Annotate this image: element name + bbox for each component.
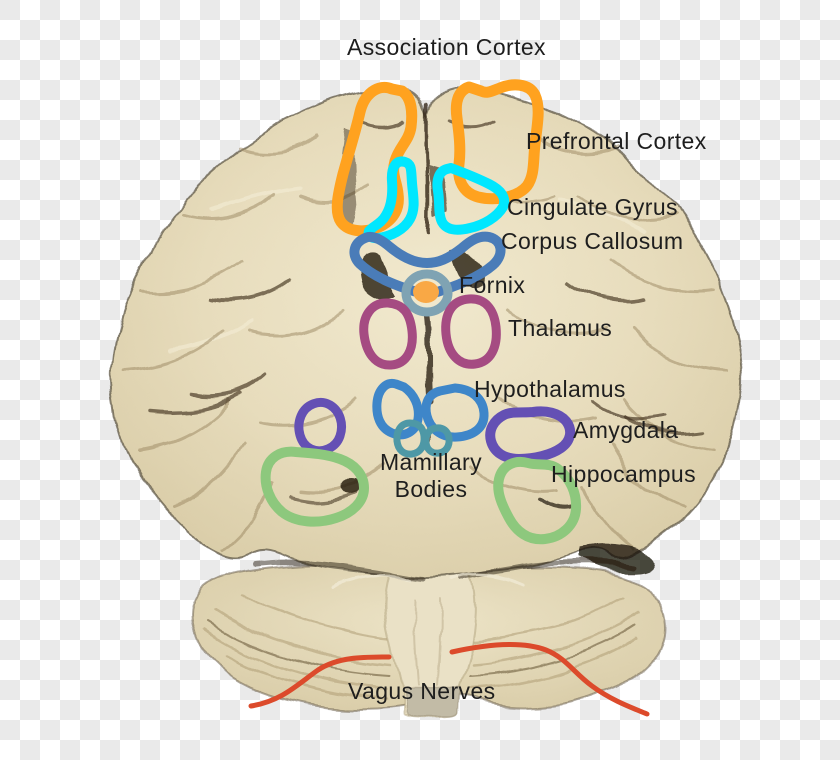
sulci (124, 134, 730, 552)
structure-outlines (248, 79, 650, 717)
prefrontal-cortex-outline (450, 79, 544, 205)
label-vagus-nerves: Vagus Nerves (348, 678, 496, 704)
label-fornix: Fornix (459, 272, 526, 298)
vagus-nerve-right-line (449, 642, 650, 717)
corpus-callosum-outline (349, 231, 506, 300)
interhemispheric-fissure (424, 102, 430, 232)
brainstem-texture (413, 599, 442, 686)
label-corpus-callosum: Corpus Callosum (501, 228, 684, 254)
label-hypothalamus: Hypothalamus (474, 376, 626, 402)
label-thalamus: Thalamus (508, 315, 613, 341)
label-amygdala: Amygdala (573, 417, 679, 443)
medulla-stub (403, 687, 461, 719)
hippocampus-left-dark (340, 479, 358, 493)
deep-sulci (148, 118, 706, 434)
fornix-dot (413, 281, 439, 303)
thalamus-left-outline (359, 298, 417, 370)
fornix-ring (401, 269, 453, 317)
mamillary-body-left-outline (393, 419, 428, 458)
fiber-streaks (333, 573, 527, 587)
mamillary-body-right-outline (422, 424, 453, 457)
hippocampus-left-outline (260, 446, 369, 527)
cingulate-gyrus-right-outline (432, 163, 510, 235)
hippocampus-left-sulcus (288, 490, 356, 502)
junction-shadow-left (252, 559, 428, 581)
vagus-nerve-left-line (248, 654, 392, 709)
hypothalamus-right-outline (421, 383, 489, 442)
label-cingulate-gyrus: Cingulate Gyrus (507, 194, 678, 220)
hippocampus-right-outline (493, 456, 582, 545)
amygdala-right-outline (485, 406, 576, 464)
third-ventricle (424, 313, 433, 405)
thalamus-right-outline (441, 294, 501, 369)
label-mamillary-bodies: Mamillary Bodies (380, 449, 482, 502)
label-prefrontal-cortex: Prefrontal Cortex (526, 128, 707, 154)
junction-dark-blotch (578, 545, 656, 573)
hypothalamus-left-outline (372, 378, 423, 440)
label-association-cortex: Association Cortex (347, 34, 546, 60)
label-hippocampus: Hippocampus (551, 461, 697, 487)
